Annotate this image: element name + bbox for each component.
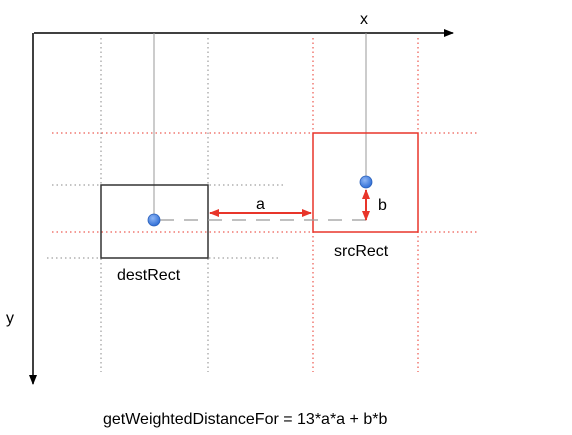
x-axis-label: x	[360, 11, 368, 28]
dest-center-point	[147, 213, 161, 227]
dest-rect-label: destRect	[117, 267, 181, 284]
src-rect	[312, 132, 419, 233]
distance-a-label: a	[256, 196, 265, 213]
dest-guide-lines	[47, 38, 285, 372]
dest-rect	[100, 184, 209, 259]
y-axis-label: y	[6, 310, 14, 327]
distance-b-label: b	[378, 197, 387, 214]
formula-caption: getWeightedDistanceFor = 13*a*a + b*b	[103, 411, 387, 428]
src-center-point	[359, 175, 373, 189]
src-rect-label: srcRect	[334, 243, 389, 260]
